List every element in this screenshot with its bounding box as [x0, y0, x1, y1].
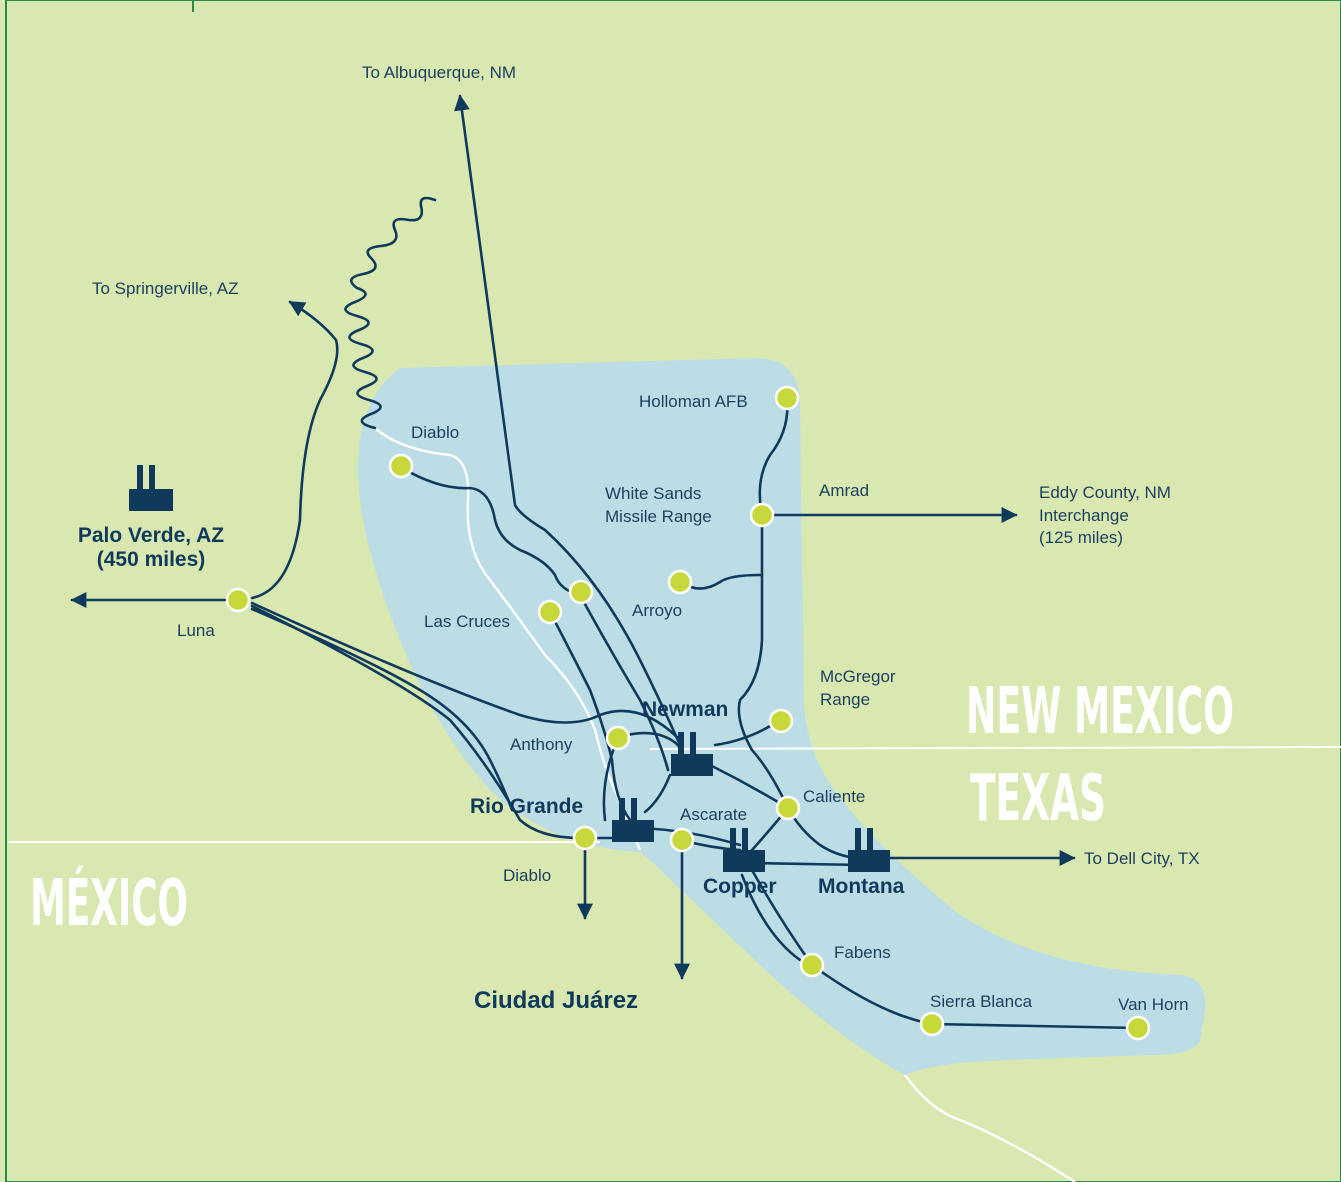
- substation-holloman[interactable]: [774, 385, 800, 411]
- nm-tx-border: [649, 746, 1341, 750]
- label-sierra-blanca: Sierra Blanca: [930, 992, 1033, 1011]
- substation-anthony[interactable]: [605, 725, 631, 751]
- region-mexico: MÉXICO: [30, 865, 188, 941]
- label-eddy-county-1: Eddy County, NM: [1039, 483, 1171, 502]
- label-amrad: Amrad: [819, 481, 869, 500]
- substation-sierra-blanca[interactable]: [919, 1011, 945, 1037]
- label-ciudad-juarez: Ciudad Juárez: [474, 987, 638, 1014]
- plant-icon-palo-verde[interactable]: [129, 465, 173, 511]
- wavy-line: [344, 196, 437, 430]
- label-eddy-county-2: Interchange: [1039, 506, 1129, 525]
- substation-ascarate[interactable]: [669, 827, 695, 853]
- label-las-cruces: Las Cruces: [424, 612, 510, 631]
- substation-arroyo[interactable]: [667, 569, 693, 595]
- label-to-albuquerque: To Albuquerque, NM: [362, 63, 516, 82]
- label-copper: Copper: [703, 875, 777, 898]
- substation-las-cruces-a[interactable]: [568, 579, 594, 605]
- label-montana: Montana: [818, 875, 905, 898]
- substation-las-cruces[interactable]: [537, 599, 563, 625]
- label-white-sands-1: White Sands: [605, 484, 701, 503]
- label-mcgregor-1: McGregor: [820, 667, 896, 686]
- region-texas: TEXAS: [970, 762, 1106, 836]
- region-new-mexico: NEW MEXICO: [966, 675, 1234, 749]
- label-diablo-north: Diablo: [411, 423, 459, 442]
- label-holloman: Holloman AFB: [639, 392, 748, 411]
- map-frame: [5, 0, 1341, 1182]
- label-arroyo: Arroyo: [632, 601, 682, 620]
- label-diablo-south: Diablo: [503, 866, 551, 885]
- label-palo-verde-2: (450 miles): [97, 548, 206, 571]
- substation-luna[interactable]: [225, 587, 251, 613]
- label-to-dell-city: To Dell City, TX: [1084, 849, 1200, 868]
- label-fabens: Fabens: [834, 943, 891, 962]
- substation-diablo-north[interactable]: [388, 453, 414, 479]
- label-anthony: Anthony: [510, 735, 573, 754]
- substation-caliente[interactable]: [775, 795, 801, 821]
- river-south: [904, 1074, 1076, 1182]
- label-ascarate: Ascarate: [680, 805, 747, 824]
- substations: [225, 385, 1151, 1041]
- label-caliente: Caliente: [803, 787, 865, 806]
- substation-white-sands[interactable]: [749, 502, 775, 528]
- label-mcgregor-2: Range: [820, 690, 870, 709]
- substation-diablo-south[interactable]: [572, 825, 598, 851]
- label-white-sands-2: Missile Range: [605, 507, 712, 526]
- label-palo-verde-1: Palo Verde, AZ: [78, 524, 224, 547]
- label-luna: Luna: [177, 621, 215, 640]
- substation-fabens[interactable]: [799, 952, 825, 978]
- river-north: [374, 427, 627, 816]
- transmission-lines: [70, 94, 1140, 1030]
- substation-mcgregor[interactable]: [768, 708, 794, 734]
- label-van-horn: Van Horn: [1118, 995, 1189, 1014]
- label-rio-grande: Rio Grande: [470, 795, 583, 818]
- label-eddy-county-3: (125 miles): [1039, 528, 1123, 547]
- substation-van-horn[interactable]: [1125, 1015, 1151, 1041]
- label-newman: Newman: [642, 698, 728, 721]
- label-to-springerville: To Springerville, AZ: [92, 279, 238, 298]
